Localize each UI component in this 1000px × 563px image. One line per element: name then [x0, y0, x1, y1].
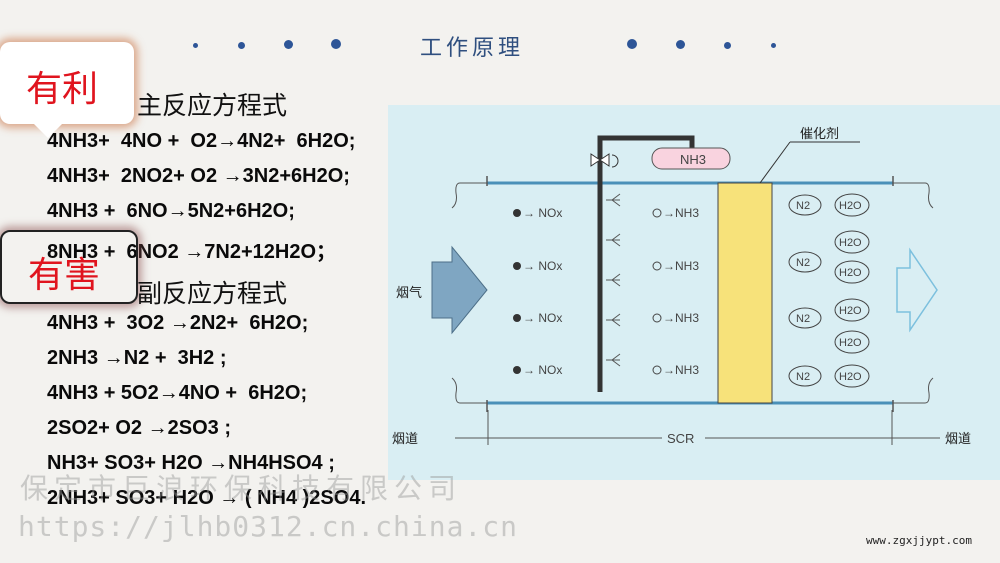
nozzle-icon — [606, 353, 621, 367]
decor-dot — [627, 39, 637, 49]
nox-particle-icon — [513, 314, 521, 322]
equation: 8NH3 + 6NO2 →7N2+12H2O； — [47, 241, 337, 263]
nh3-particle-icon — [652, 208, 662, 218]
decor-dot — [771, 43, 776, 48]
watermark-company: 保定市巨浪环保科技有限公司 — [20, 472, 463, 505]
nozzle-icon — [606, 233, 621, 247]
flue-gas-arrow — [431, 245, 488, 335]
n2-molecule — [788, 194, 822, 216]
equation: 4NH3 + 5O2→4NO + 6H2O; — [47, 382, 308, 404]
nh3-label: →NH3 — [663, 259, 699, 273]
nozzle-icon — [606, 193, 621, 207]
decor-dot — [331, 39, 341, 49]
h2o-molecule — [834, 260, 870, 284]
h2o-molecule — [834, 298, 870, 322]
nozzle-icon — [606, 313, 621, 327]
benefit-callout: 有利 — [0, 42, 134, 138]
h2o-label: H2O — [839, 305, 862, 317]
n2-label: N2 — [796, 313, 810, 325]
n2-molecule — [788, 365, 822, 387]
h2o-label: H2O — [839, 267, 862, 279]
h2o-molecule — [834, 364, 870, 388]
duct-label-right: 烟道 — [945, 431, 971, 446]
benefit-label: 有利 — [26, 69, 99, 110]
h2o-molecule — [834, 230, 870, 254]
catalyst-bed — [717, 182, 773, 404]
nh3-particle-icon — [652, 365, 662, 375]
equation: 4NH3+ 2NO2+ O2 →3N2+6H2O; — [47, 165, 350, 187]
valve-icon — [590, 153, 610, 167]
main-reactions-heading: 主反应方程式 — [137, 91, 288, 120]
n2-label: N2 — [796, 257, 810, 269]
equation: 4NH3+ 4NO + O2→4N2+ 6H2O; — [47, 130, 356, 152]
nh3-label: →NH3 — [663, 363, 699, 377]
h2o-molecule — [834, 330, 870, 354]
watermark-url: https://jlhb0312.cn.china.cn — [18, 510, 519, 543]
scr-label: SCR — [667, 431, 694, 446]
harm-callout: 有害 — [0, 230, 138, 304]
n2-label: N2 — [796, 371, 810, 383]
equation: NH3+ SO3+ H2O →NH4HSO4 ; — [47, 452, 335, 474]
nox-label: → NOx — [523, 363, 562, 377]
n2-molecule — [788, 251, 822, 273]
side-reactions-heading: 副反应方程式 — [137, 279, 288, 308]
h2o-molecule — [834, 193, 870, 217]
h2o-label: H2O — [839, 237, 862, 249]
nh3-particle-icon — [652, 313, 662, 323]
outlet-arrow — [896, 247, 938, 333]
h2o-label: H2O — [839, 200, 862, 212]
scr-diagram: 催化剂 NH3 烟气 → NOx →NH3 → NOx →NH3 → NOx →NH3 → … — [388, 105, 1000, 480]
duct-label-left: 烟道 — [392, 431, 418, 446]
nox-particle-icon — [513, 366, 521, 374]
flue-gas-label: 烟气 — [396, 285, 422, 300]
nox-particle-icon — [513, 209, 521, 217]
decor-dot — [676, 40, 685, 49]
footer-site: www.zgxjjypt.com — [866, 534, 972, 547]
equation: 2SO2+ O2 →2SO3 ; — [47, 417, 231, 439]
n2-molecule — [788, 307, 822, 329]
slide-title: 工作原理 — [420, 36, 525, 61]
ammonia-tank — [651, 147, 731, 170]
nox-label: → NOx — [523, 206, 562, 220]
equation: 4NH3 + 3O2 →2N2+ 6H2O; — [47, 312, 309, 334]
tank-label: NH3 — [680, 152, 706, 167]
nozzle-icon — [606, 273, 621, 287]
n2-label: N2 — [796, 200, 810, 212]
decor-dot — [284, 40, 293, 49]
decor-dot — [724, 42, 731, 49]
equation: 4NH3 + 6NO→5N2+6H2O; — [47, 200, 295, 222]
decor-dot — [238, 42, 245, 49]
harm-label: 有害 — [28, 255, 101, 296]
h2o-label: H2O — [839, 371, 862, 383]
nox-particle-icon — [513, 262, 521, 270]
nox-label: → NOx — [523, 259, 562, 273]
catalyst-label: 催化剂 — [800, 126, 839, 141]
ammonia-pipe — [597, 135, 695, 392]
nh3-label: →NH3 — [663, 311, 699, 325]
nh3-particle-icon — [652, 261, 662, 271]
decor-dot — [193, 43, 198, 48]
equation: 2NH3+ SO3+ H2O → ( NH4 )2SO4. — [47, 487, 367, 509]
nh3-label: →NH3 — [663, 206, 699, 220]
nox-label: → NOx — [523, 311, 562, 325]
h2o-label: H2O — [839, 337, 862, 349]
equation: 2NH3 →N2 + 3H2 ; — [47, 347, 227, 369]
